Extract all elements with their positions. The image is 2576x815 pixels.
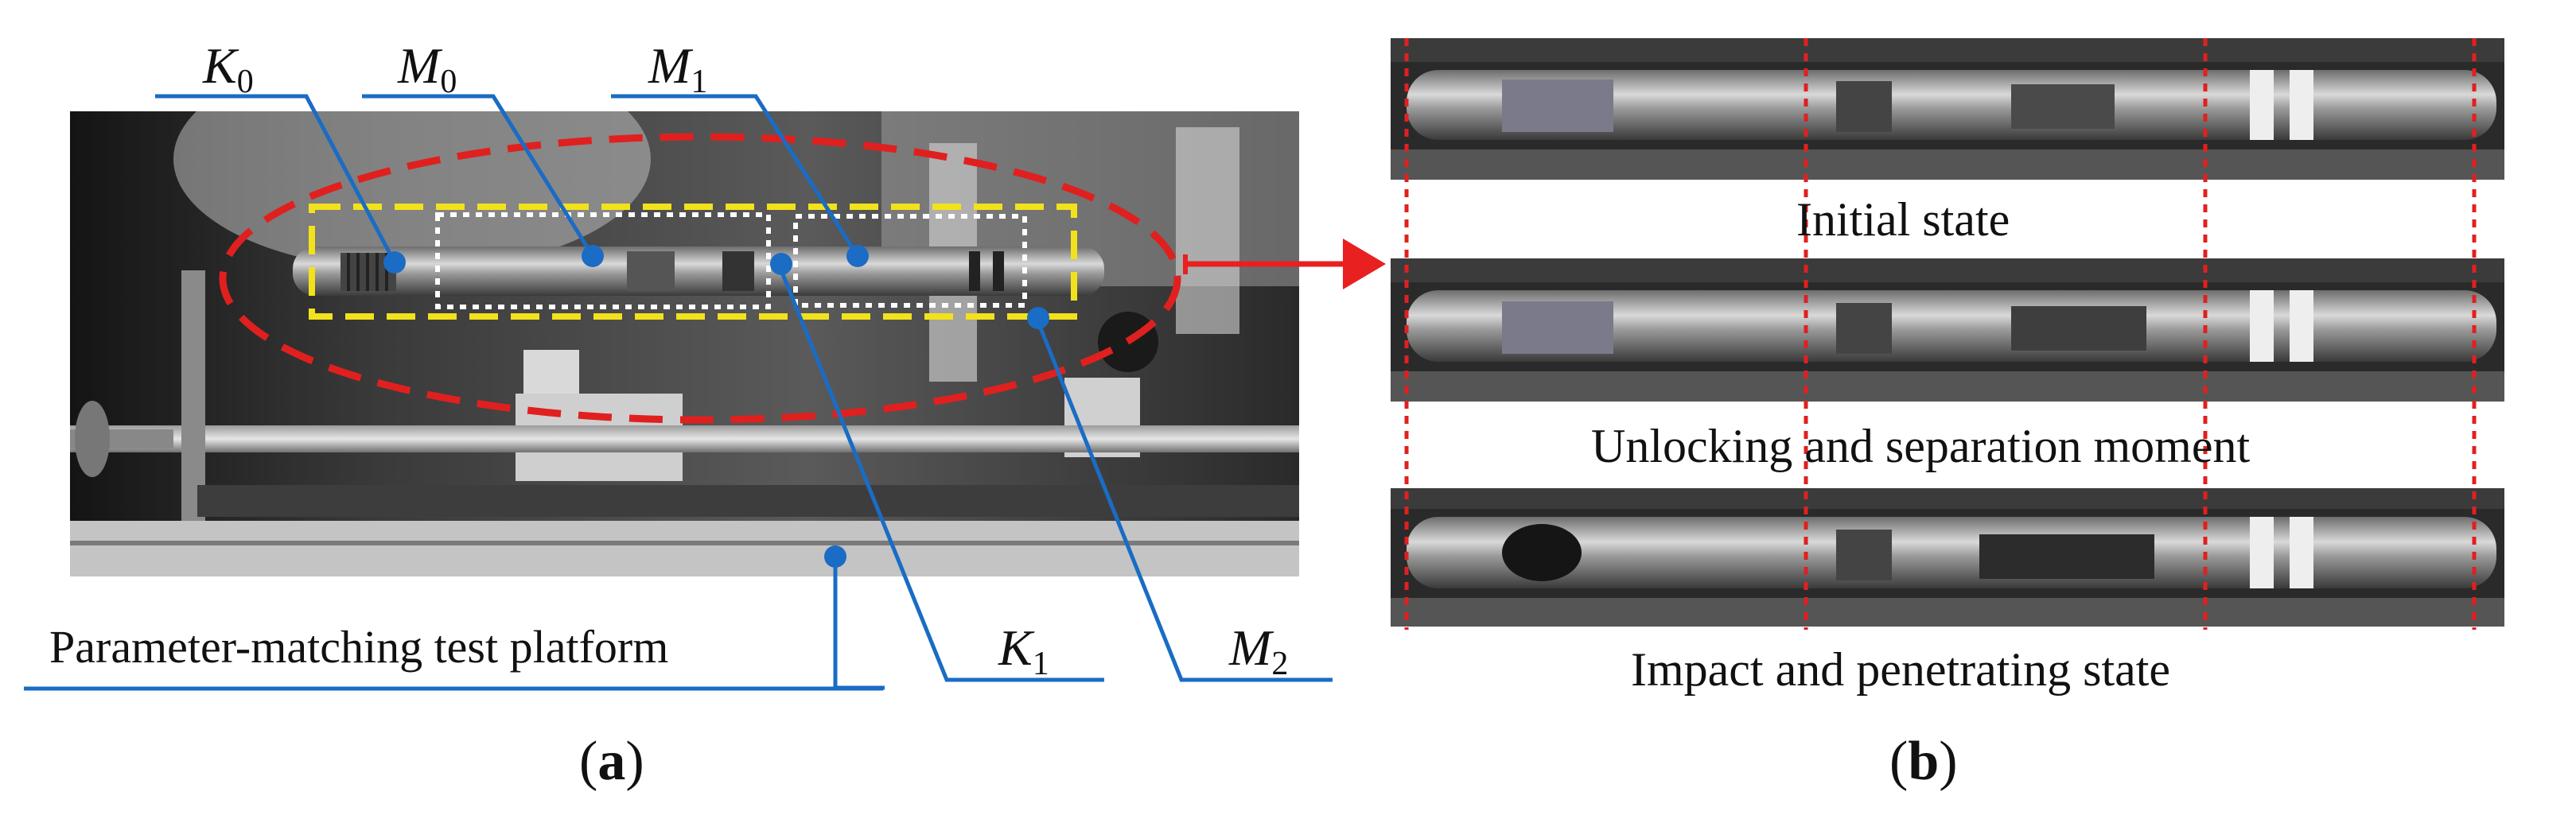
m1-leader <box>611 94 860 258</box>
k0-dot <box>383 251 406 274</box>
m1-label: M1 <box>648 37 708 100</box>
m0-region-box <box>435 212 771 309</box>
platform-dot <box>824 545 846 568</box>
k0-leader <box>155 94 397 264</box>
m2-dot <box>1027 307 1049 329</box>
test-platform-illustration <box>70 111 1299 576</box>
m0-dot <box>582 245 604 267</box>
state-caption-impact: Impact and penetrating state <box>1631 643 2171 696</box>
m1-dot <box>846 245 869 267</box>
initial-state-photo <box>1391 38 2504 180</box>
state-reference-lines <box>1404 38 2477 630</box>
impact-state-photo <box>1391 488 2504 627</box>
platform-label: Parameter-matching test platform <box>49 621 669 673</box>
m0-label: M0 <box>398 37 457 100</box>
tube-highlight-box <box>309 204 1077 320</box>
k1-leader <box>779 270 1104 682</box>
m1-region-box <box>793 214 1027 308</box>
m2-label: M2 <box>1229 619 1289 682</box>
callout-dots <box>383 245 1049 568</box>
state-caption-initial: Initial state <box>1796 193 2010 246</box>
tube-illustration <box>1391 38 2504 180</box>
platform-leader <box>833 557 885 690</box>
test-platform-photo <box>70 111 1299 576</box>
panel-a-label: (a) <box>579 731 644 792</box>
tube-illustration <box>1391 488 2504 627</box>
m0-leader <box>362 94 595 258</box>
k0-label: K0 <box>203 37 254 100</box>
k1-label: K1 <box>998 619 1049 682</box>
tube-illustration <box>1391 258 2504 402</box>
state-caption-unlocking: Unlocking and separation moment <box>1591 420 2251 472</box>
callout-lines <box>24 94 1333 691</box>
highlight-ellipse <box>219 133 1181 424</box>
unlocking-state-photo <box>1391 258 2504 402</box>
k1-dot <box>770 253 792 275</box>
panel-b-label: (b) <box>1889 731 1958 792</box>
m2-leader <box>1036 321 1333 682</box>
transition-arrow <box>1183 239 1386 289</box>
